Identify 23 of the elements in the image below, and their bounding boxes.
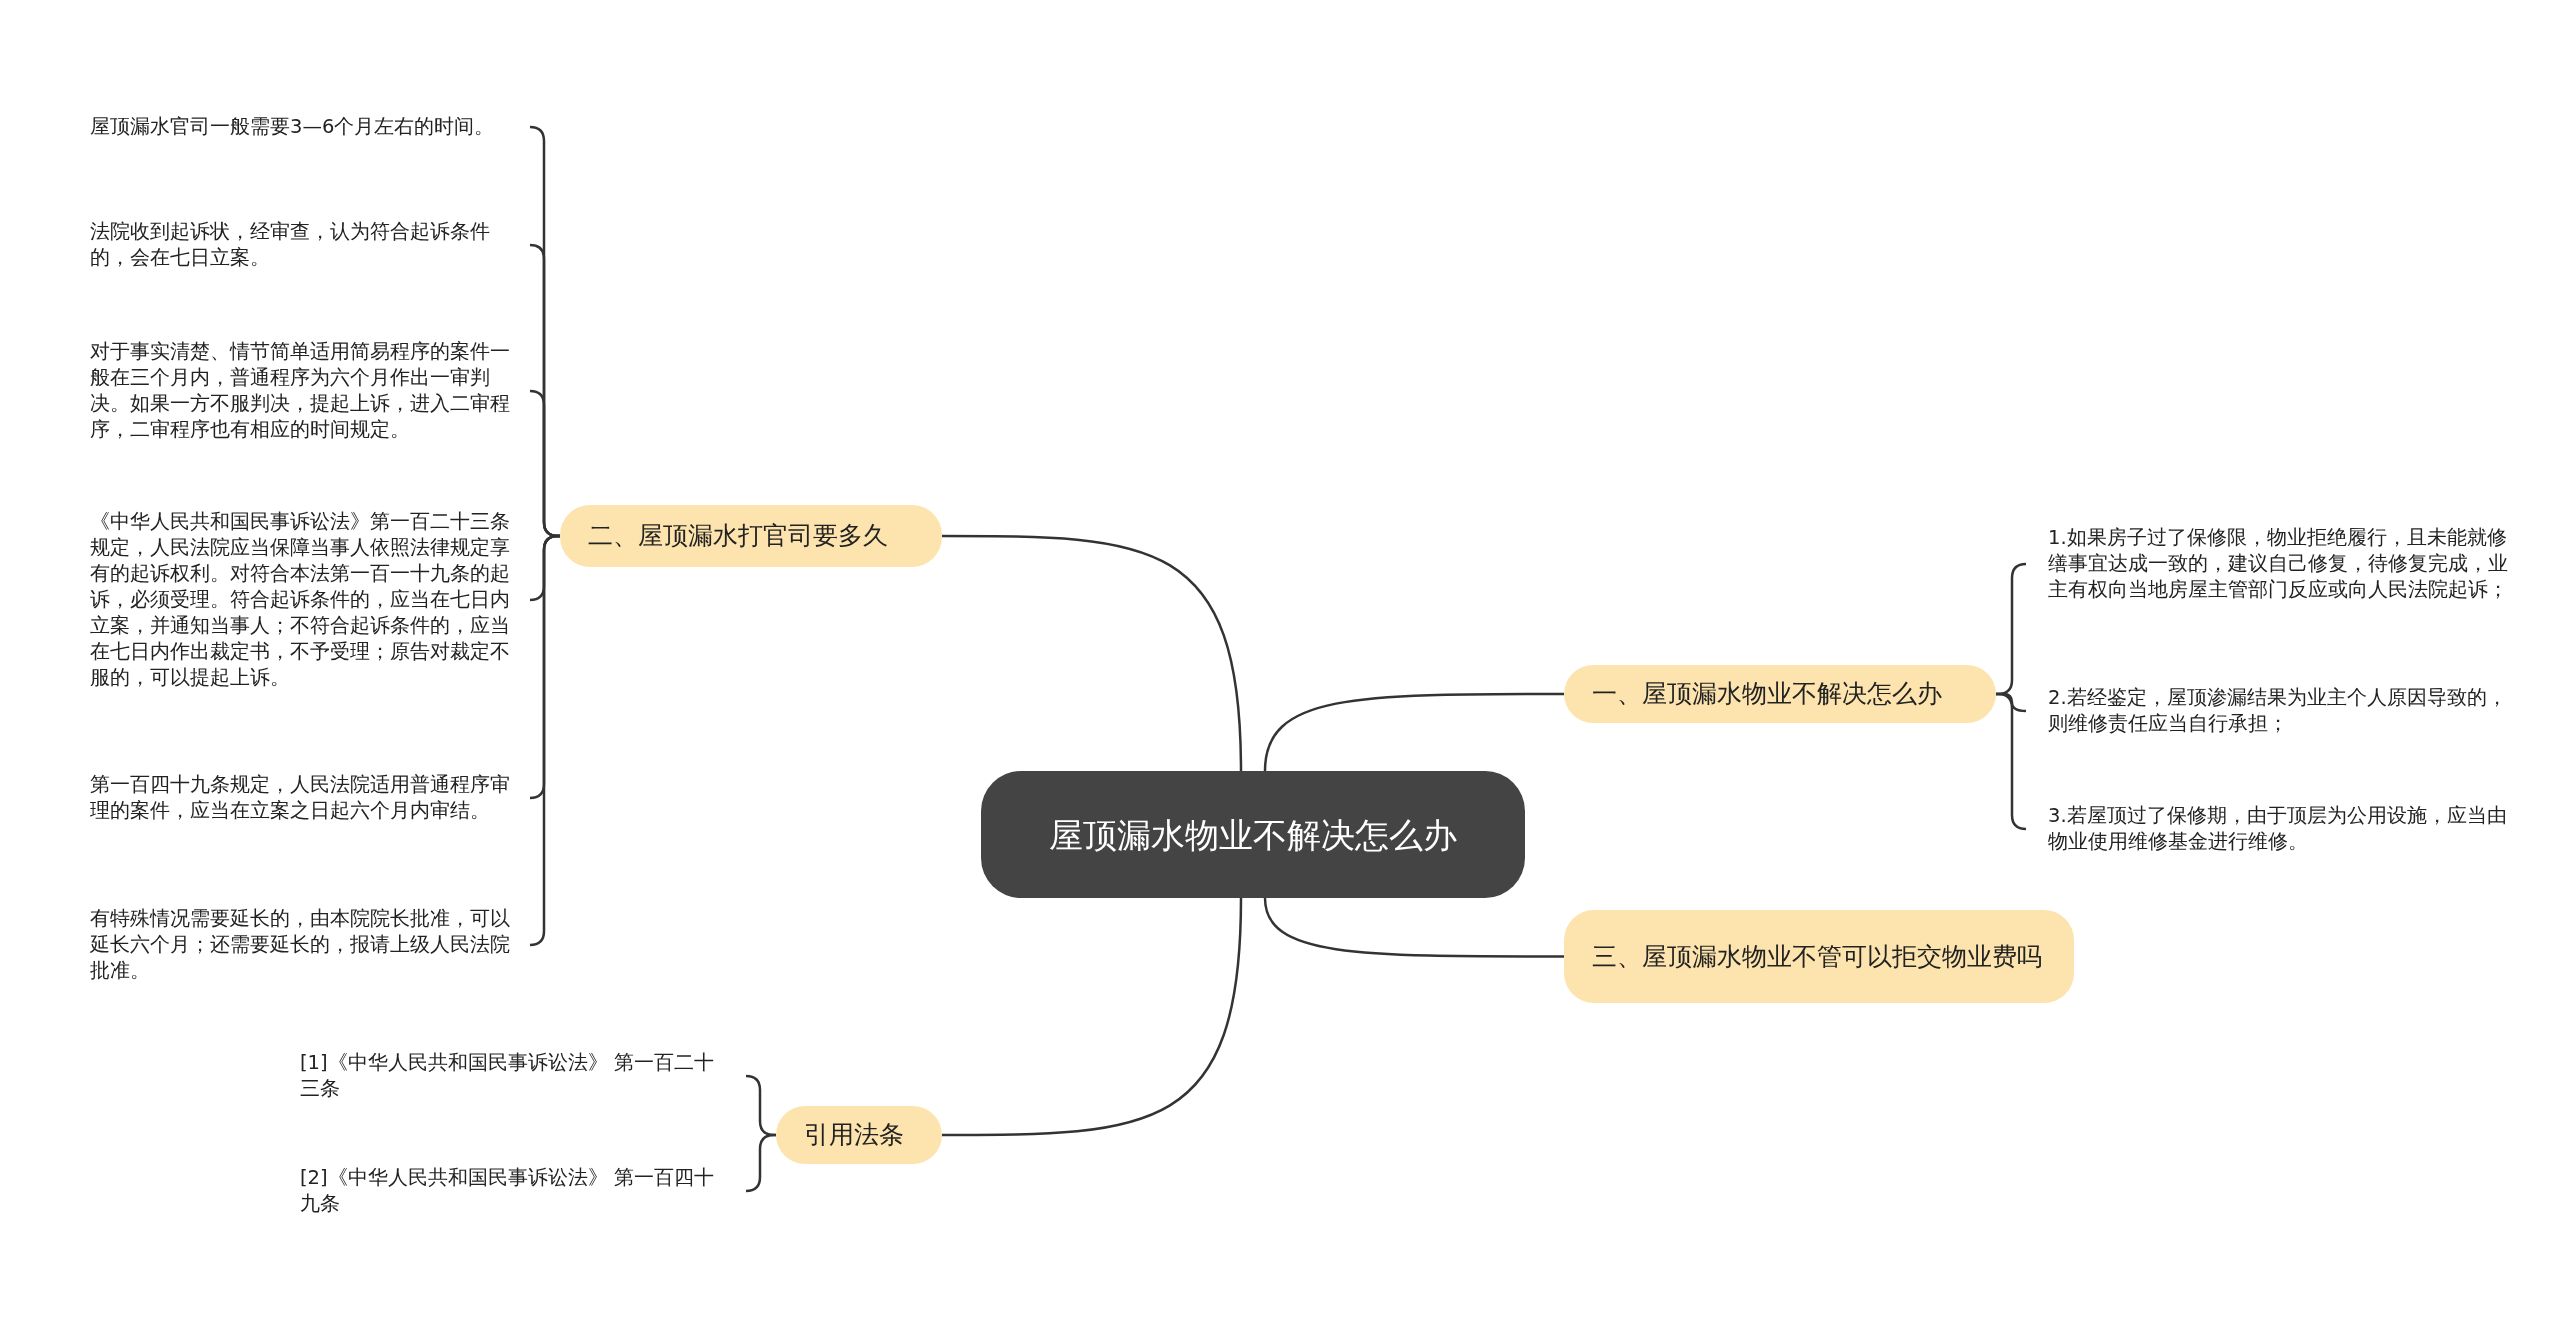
note-text: 有特殊情况需要延长的，由本院院长批准，可以延长六个月；还需要延长的，报请上级人民法院批准。 [90,903,530,987]
connector-line [942,534,1243,772]
topic-box: 引用法条 [776,1106,942,1164]
note-text: 对于事实清楚、情节简单适用简易程序的案件一般在三个月内，普通程序为六个月作出一审判决。如果一方不服判决，提起上诉，进入二审程序，二审程序也有相应的时间规定。 [90,335,530,447]
connector-line [1996,692,2027,831]
note-text: 《中华人民共和国民事诉讼法》第一百二十三条规定，人民法院应当保障当事人依照法律规定享有的起诉权利。对符合本法第一百一十九条的起诉，必须受理。符合起诉条件的，应当在七日内立案，并通知当事人；不符合起诉条件的，应当在七日内作出裁定书，不予受理；原告对裁定不服的，可以提起上诉。 [90,505,530,695]
topic-box: 二、屋顶漏水打官司要多久 [560,505,942,567]
central-topic-box: 屋顶漏水物业不解决怎么办 [981,771,1525,898]
note-text: 屋顶漏水官司一般需要3—6个月左右的时间。 [90,98,530,156]
connector-line [1263,692,1564,772]
connector-line [942,897,1243,1137]
note-text: [2]《中华人民共和国民事诉讼法》 第一百四十九条 [300,1162,746,1220]
note-text: 2.若经鉴定，屋顶渗漏结果为业主个人原因导致的，则维修责任应当自行承担； [2026,682,2516,740]
connector-line [529,534,561,947]
topic-box: 一、屋顶漏水物业不解决怎么办 [1564,665,1996,723]
note-text: 第一百四十九条规定，人民法院适用普通程序审理的案件，应当在立案之日起六个月内审结。 [90,756,530,840]
connector-line [1263,897,1564,958]
note-text: 法院收到起诉状，经审查，认为符合起诉条件的，会在七日立案。 [90,216,530,274]
note-text: 1.如果房子过了保修限，物业拒绝履行，且未能就修缮事宜达成一致的，建议自己修复，待修复完成，业主有权向当地房屋主管部门反应或向人民法院起诉； [2026,508,2516,620]
note-text: 3.若屋顶过了保修期，由于顶层为公用设施，应当由物业使用维修基金进行维修。 [2026,800,2516,858]
note-text: [1]《中华人民共和国民事诉讼法》 第一百二十三条 [300,1047,746,1105]
topic-box: 三、屋顶漏水物业不管可以拒交物业费吗 [1564,910,2074,1003]
connector-line [745,1133,776,1193]
